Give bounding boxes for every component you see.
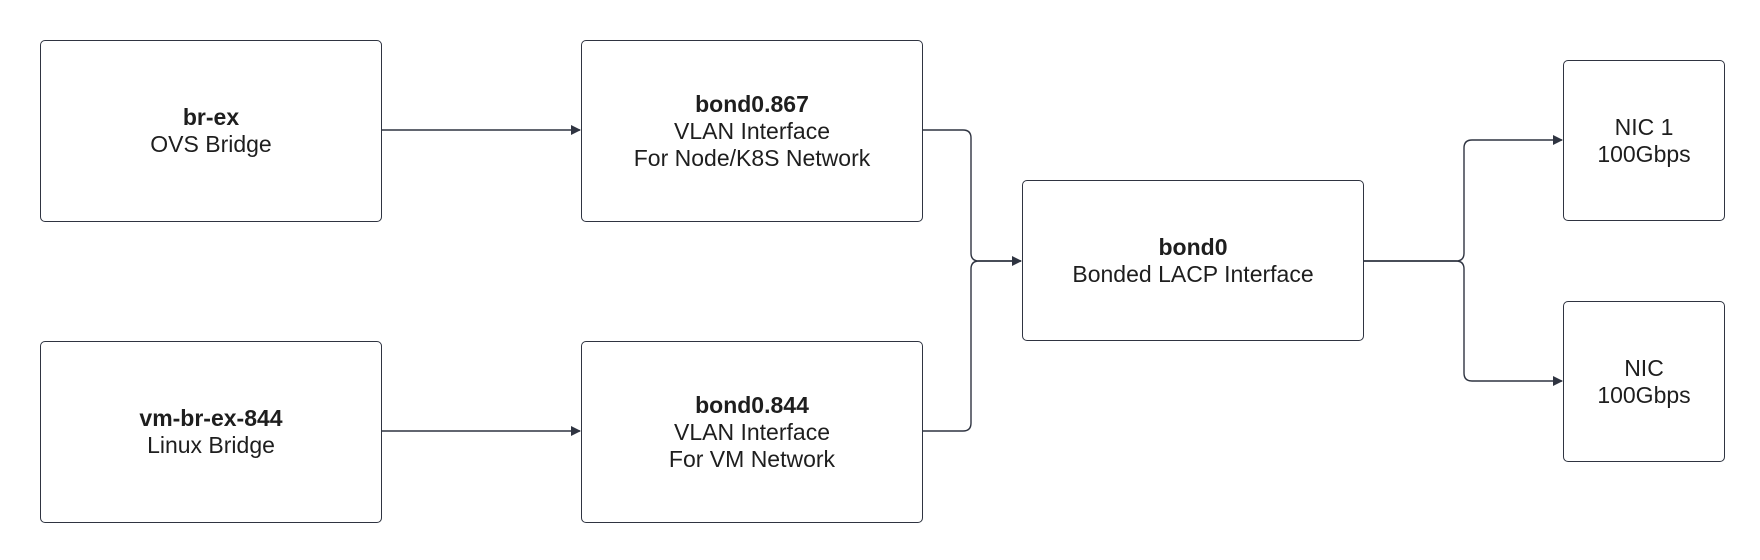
node-vm-br-ex-844[interactable]: vm-br-ex-844 Linux Bridge (40, 341, 382, 523)
node-label: NIC (1624, 354, 1664, 381)
edge-bond0-867-to-bond0 (923, 129, 1022, 266)
node-speed: 100Gbps (1597, 140, 1691, 167)
node-subtitle: OVS Bridge (150, 131, 272, 157)
node-subtitle: Bonded LACP Interface (1072, 260, 1314, 287)
node-nic-2[interactable]: NIC 100Gbps (1563, 301, 1725, 462)
node-subtitle: Linux Bridge (147, 432, 275, 458)
node-nic-1[interactable]: NIC 1 100Gbps (1563, 60, 1725, 221)
node-subtitle: VLAN Interface (674, 117, 830, 144)
node-title: bond0.867 (695, 90, 809, 117)
node-title: vm-br-ex-844 (139, 405, 283, 431)
node-title: bond0.844 (695, 391, 809, 418)
edge-bond0-844-to-bond0 (923, 260, 1021, 432)
node-title: br-ex (182, 104, 240, 130)
node-subtitle: VLAN Interface (674, 418, 830, 445)
node-description: For VM Network (668, 445, 836, 472)
edge-bond0-to-nic1 (1364, 135, 1563, 262)
node-speed: 100Gbps (1597, 381, 1691, 408)
node-bond0-867[interactable]: bond0.867 VLAN Interface For Node/K8S Ne… (581, 40, 923, 222)
node-bond0[interactable]: bond0 Bonded LACP Interface (1022, 180, 1364, 341)
node-br-ex[interactable]: br-ex OVS Bridge (40, 40, 382, 222)
node-description: For Node/K8S Network (633, 144, 871, 171)
edge-bond0-to-nic2 (1364, 260, 1563, 386)
node-title: bond0 (1158, 233, 1228, 260)
node-label: NIC 1 (1614, 113, 1674, 140)
node-bond0-844[interactable]: bond0.844 VLAN Interface For VM Network (581, 341, 923, 523)
